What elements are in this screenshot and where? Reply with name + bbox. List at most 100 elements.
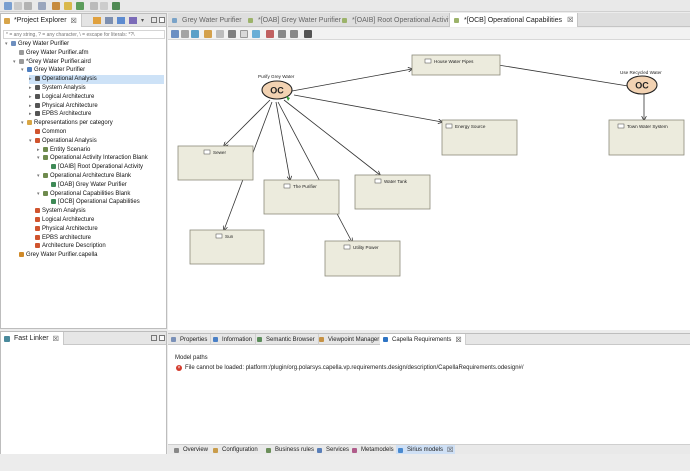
export-image-icon[interactable] [304,30,312,38]
tab-metamodels[interactable]: Metamodels [350,445,396,455]
entity-sewer[interactable]: Sewer [177,145,254,181]
diagram-canvas[interactable]: House Water Pipes Energy Source Town Wat… [168,40,690,330]
run-icon[interactable] [52,2,60,10]
project-explorer-tab[interactable]: *Project Explorer ☒ [1,14,82,27]
tab-capella-requirements[interactable]: Capella Requirements ☒ [380,334,466,345]
font-color-icon[interactable] [228,30,236,38]
chevron-down-icon[interactable]: ▾ [37,155,40,162]
tab-sirius-models[interactable]: Sirius models ☒ [396,445,456,455]
save-icon[interactable] [14,2,22,10]
link-to-the-purifier[interactable] [275,101,290,180]
chevron-right-icon[interactable]: ▸ [29,111,32,118]
tree-item[interactable]: ▸Entity Scenario [37,146,90,155]
pin-icon[interactable] [266,30,274,38]
maximize-icon[interactable] [159,335,165,341]
tree-item[interactable]: ▾Operational Analysis [29,137,97,146]
tab-ocb-operational-capabilities[interactable]: *[OCB] Operational Capabilities ☒ [449,13,579,27]
tab-grey-water-purifier[interactable]: Grey Water Purifier [168,13,246,27]
entity-utility-power[interactable]: Utility Power [324,240,401,277]
tree-item[interactable]: ▾Grey Water Purifier [21,66,85,75]
entity-town-water-system[interactable]: Town Water System [608,119,685,156]
fast-linker-tab[interactable]: Fast Linker ☒ [1,332,64,345]
close-icon[interactable]: ☒ [52,335,59,343]
tab-viewpoint-manager[interactable]: Viewpoint Manager [316,334,384,345]
tab-oaib-root-operational-activity[interactable]: *[OAIB] Root Operational Activity [338,13,458,27]
back-icon[interactable] [90,2,98,10]
tree-item[interactable]: ▸System Analysis [29,84,86,93]
tree-item[interactable]: ▾Representations per category [21,119,113,128]
minimize-icon[interactable] [151,335,157,341]
tree-item[interactable]: ▸Logical Architecture [29,93,94,102]
save-all-icon[interactable] [24,2,32,10]
line-color-icon[interactable] [252,30,260,38]
entity-energy-source[interactable]: Energy Source [441,119,518,156]
tree-item[interactable]: ▸Physical Architecture [29,102,98,111]
tree-item[interactable]: ▾Operational Activity Interaction Blank [37,154,148,163]
zoom-out-icon[interactable] [278,30,286,38]
chevron-down-icon[interactable]: ▾ [21,67,24,74]
view-menu-icon[interactable]: ▾ [141,18,145,24]
link-to-utility-power[interactable] [277,101,352,242]
chevron-right-icon[interactable]: ▸ [37,146,40,153]
arrange-icon[interactable] [181,30,189,38]
fill-color-icon[interactable] [240,30,248,38]
zoom-in-icon[interactable] [290,30,298,38]
tree-item[interactable]: EPBS architecture [29,234,91,243]
chevron-right-icon[interactable]: ▸ [29,93,32,100]
tree-item[interactable]: System Analysis [29,207,86,216]
chevron-right-icon[interactable]: ▸ [29,102,32,109]
close-icon[interactable]: ☒ [447,447,454,454]
link-editor-icon[interactable] [93,17,101,24]
folder-icon[interactable] [64,2,72,10]
tree-item[interactable]: ▾Operational Capabilities Blank [37,190,130,199]
filter-icon[interactable] [117,17,125,24]
chevron-down-icon[interactable]: ▾ [37,190,40,197]
tab-business-rules[interactable]: Business rules [264,445,316,455]
tree-item[interactable]: Physical Architecture [29,225,98,234]
capability-use-recycled-water[interactable]: Use Recycled Water OC [620,70,662,95]
close-icon[interactable]: ☒ [455,336,462,344]
minimize-icon[interactable] [151,17,157,23]
refresh-icon[interactable] [76,2,84,10]
tree-item[interactable]: ▸EPBS Architecture [29,110,91,119]
tree-item[interactable]: Logical Architecture [29,216,94,225]
chevron-down-icon[interactable]: ▾ [21,120,24,127]
tab-properties[interactable]: Properties [168,334,212,345]
tree-item[interactable]: [OAB] Grey Water Purifier [45,181,127,190]
chevron-down-icon[interactable]: ▾ [29,137,32,144]
tab-oab-grey-water-purifier[interactable]: *[OAB] Grey Water Purifier [244,13,345,27]
refresh-diagram-icon[interactable] [191,30,199,38]
perspective-icon[interactable] [112,2,120,10]
collapse-all-icon[interactable] [105,17,113,24]
chevron-right-icon[interactable]: ▸ [29,76,32,83]
close-icon[interactable]: ☒ [567,17,574,24]
tab-services[interactable]: Services [315,445,351,455]
tab-overview[interactable]: Overview [172,445,210,455]
close-icon[interactable]: ☒ [70,17,77,25]
tree-item[interactable]: Architecture Description [29,242,106,251]
select-all-icon[interactable] [171,30,179,38]
new-icon[interactable] [4,2,12,10]
tree-item[interactable]: ▾*Grey Water Purifier.aird [13,58,91,67]
layer-icon[interactable] [204,30,212,38]
filter-diagram-icon[interactable] [216,30,224,38]
tree-item[interactable]: ▾Grey Water Purifier [5,40,69,49]
chevron-down-icon[interactable]: ▾ [5,41,8,47]
tree-item[interactable]: Common [29,128,66,137]
link-to-water-tank[interactable] [283,99,380,175]
entity-the-purifier[interactable]: The Purifier [263,179,340,215]
tree-item[interactable]: [OCB] Operational Capabilities [45,198,140,207]
chevron-down-icon[interactable]: ▾ [37,173,40,179]
tree-item[interactable]: Grey Water Purifier.capella [13,251,97,260]
tree-item[interactable]: ▸Operational Analysis [29,75,164,84]
chevron-down-icon[interactable]: ▾ [13,58,16,65]
explorer-filter-input[interactable] [3,30,165,39]
link-to-energy-source[interactable] [293,94,442,122]
tree-item[interactable]: ▾Operational Architecture Blank [37,172,131,181]
sync-icon[interactable] [129,17,137,24]
tab-information[interactable]: Information [210,334,257,345]
maximize-icon[interactable] [159,17,165,23]
print-icon[interactable] [38,2,46,10]
chevron-right-icon[interactable]: ▸ [29,85,32,91]
link-to-sewer[interactable] [224,99,271,146]
